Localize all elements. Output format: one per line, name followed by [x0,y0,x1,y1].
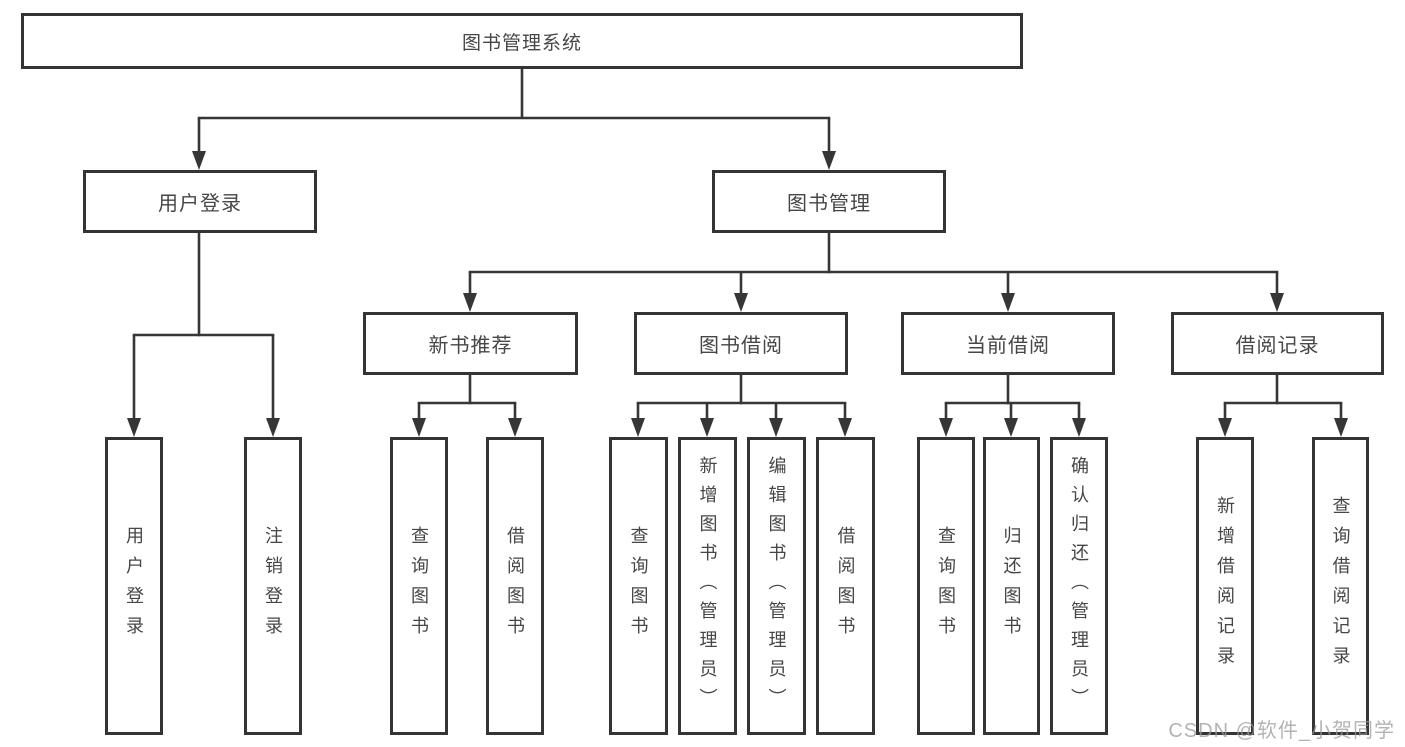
leaf-label: 用户登录 [124,526,144,646]
node-book-management: 图书管理 [712,170,946,233]
leaf-label: 借阅图书 [835,526,856,646]
leaf-query-books-borrowing: 查询图书 [609,437,668,735]
arrowhead-icons [127,151,1348,437]
leaf-label: 归还图书 [1001,526,1022,646]
leaf-label: 查询图书 [409,526,429,646]
leaf-borrow-books-borrowing: 借阅图书 [816,437,875,735]
node-label: 当前借阅 [966,335,1050,357]
node-label: 借阅记录 [1235,335,1320,357]
leaf-edit-book-admin: 编辑图书（管理员） [747,437,806,735]
leaf-label: 编辑图书（管理员） [766,455,787,717]
node-label: 图书管理 [787,193,871,215]
leaf-label: 查询图书 [936,526,956,646]
leaf-label: 借阅图书 [505,526,525,646]
leaf-confirm-return-admin: 确认归还（管理员） [1050,437,1108,735]
node-label: 新书推荐 [428,335,513,357]
node-library-management-system: 图书管理系统 [21,13,1023,69]
node-user-login: 用户登录 [83,170,317,233]
watermark: CSDN @软件_小贺同学 [1168,720,1395,742]
node-book-borrowing: 图书借阅 [634,312,848,375]
leaf-return-books: 归还图书 [983,437,1040,735]
leaf-borrow-books-recommend: 借阅图书 [486,437,544,735]
leaf-add-book-admin: 新增图书（管理员） [678,437,737,735]
leaf-label: 查询借阅记录 [1330,496,1351,676]
node-label: 图书借阅 [699,335,783,357]
node-new-book-recommend: 新书推荐 [363,312,578,375]
leaf-add-borrow-record: 新增借阅记录 [1196,437,1254,735]
leaf-query-books-current: 查询图书 [917,437,975,735]
leaf-label: 新增图书（管理员） [697,455,718,717]
node-label: 图书管理系统 [461,32,582,54]
leaf-query-borrow-record: 查询借阅记录 [1312,437,1369,735]
leaf-user-login: 用户登录 [105,437,163,735]
leaf-label: 查询图书 [628,526,649,646]
leaf-label: 注销登录 [263,526,283,646]
leaf-logout: 注销登录 [244,437,302,735]
leaf-query-books-recommend: 查询图书 [390,437,448,735]
node-borrow-records: 借阅记录 [1171,312,1384,375]
node-label: 用户登录 [158,193,242,215]
node-current-borrowing: 当前借阅 [901,312,1115,375]
leaf-label: 新增借阅记录 [1215,496,1235,676]
leaf-label: 确认归还（管理员） [1069,455,1089,717]
